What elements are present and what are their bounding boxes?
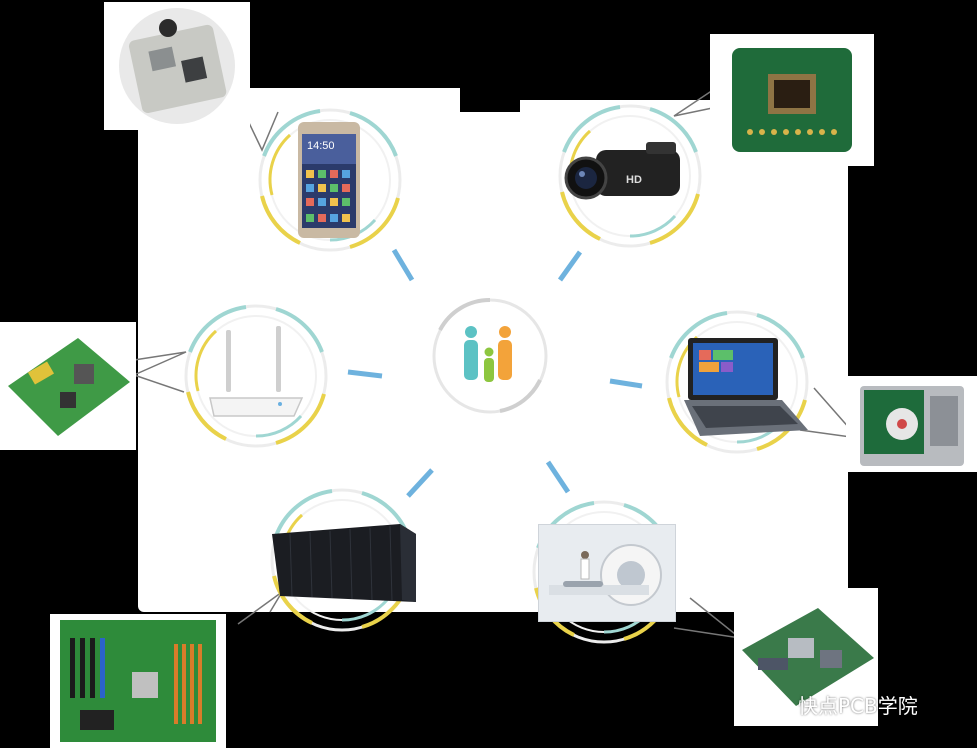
spoke-camcorder [557, 250, 583, 282]
callout-camcorder [673, 83, 723, 117]
motherboard-icon [50, 614, 226, 748]
camera-sensor-pcb-icon [710, 34, 874, 166]
watermark: 快点PCB学院 [758, 690, 918, 719]
embedded-board-icon [734, 588, 878, 726]
spoke-router [347, 369, 383, 379]
router-pcb-icon [0, 322, 136, 450]
hard-drive-icon [846, 376, 977, 472]
wechat-icon [759, 692, 790, 716]
callout-router [131, 351, 187, 393]
spoke-server [406, 468, 434, 498]
camcorder-badge: HD [626, 174, 642, 186]
smartphone-screen-time: 14:50 [307, 140, 335, 152]
spoke-medical [545, 460, 571, 494]
phone-pcb-icon [104, 2, 250, 130]
mri-scanner-icon [538, 524, 676, 622]
watermark-text: 快点PCB学院 [798, 694, 918, 718]
spoke-tablet [609, 378, 643, 389]
spoke-smartphone [391, 248, 415, 282]
